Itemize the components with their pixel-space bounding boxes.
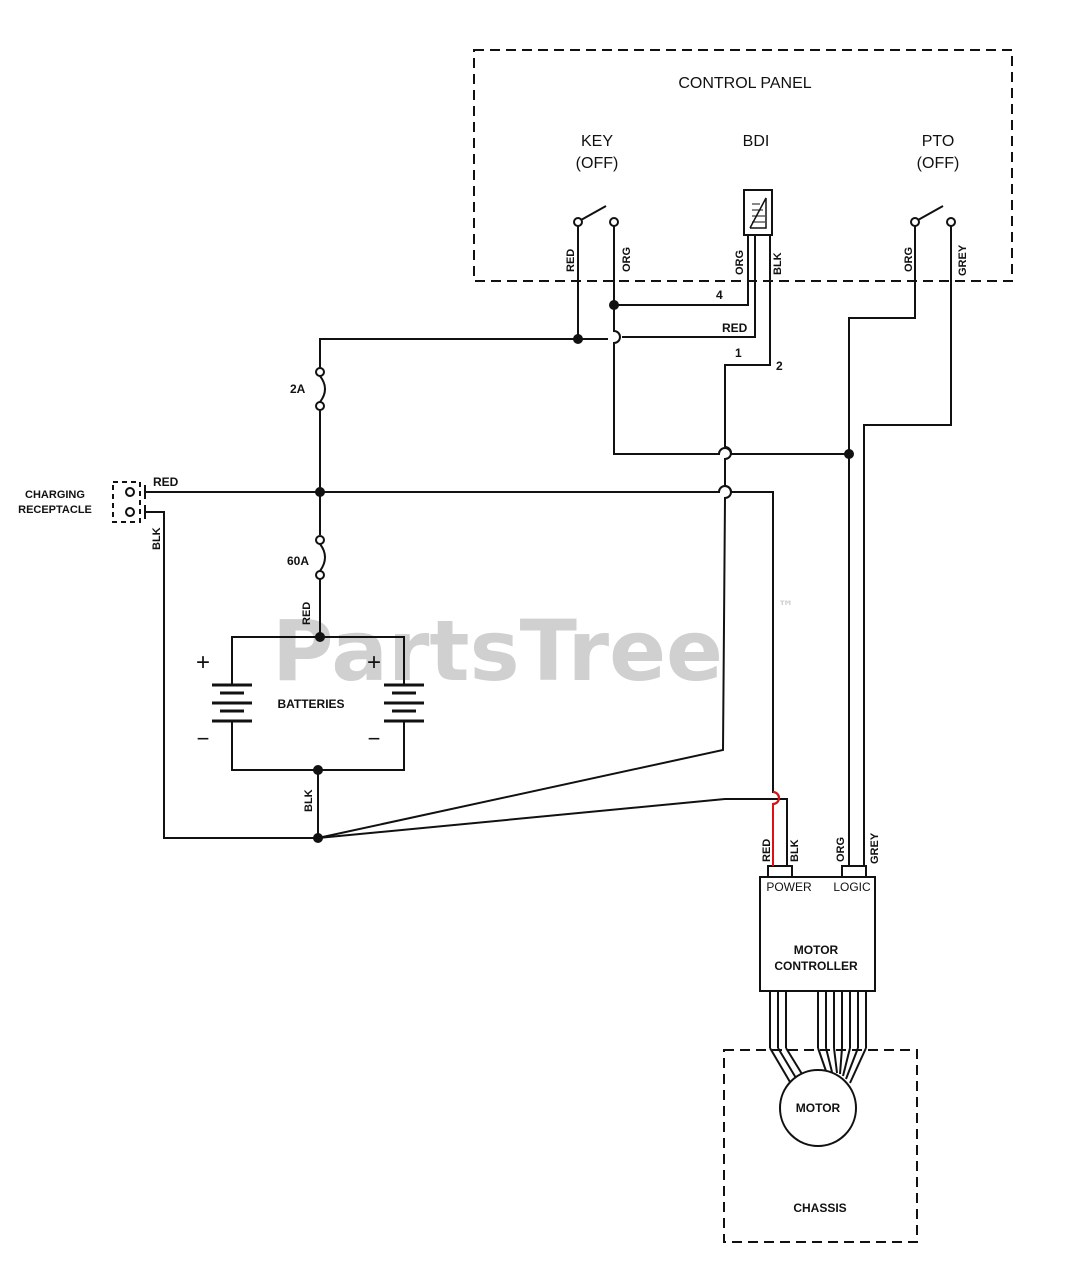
wire-number-1: 1 — [735, 346, 742, 360]
fuse-2a-label: 2A — [290, 382, 306, 396]
mc-label-2: CONTROLLER — [774, 959, 858, 973]
key-wire-red: RED — [565, 249, 577, 272]
pto-terminal-right — [946, 217, 956, 227]
control-panel-title: CONTROL PANEL — [678, 75, 811, 92]
battery-left-minus: − — [197, 726, 210, 751]
battery-left-plus: + — [196, 649, 210, 676]
pto-state: (OFF) — [917, 155, 960, 172]
mc-wire-grey: GREY — [869, 832, 881, 864]
charging-label-1: CHARGING — [25, 489, 85, 501]
batteries-label: BATTERIES — [277, 697, 344, 711]
fuse-60a-label: 60A — [287, 554, 309, 568]
battery-right-plus: + — [367, 649, 381, 676]
wire-number-4: 4 — [716, 288, 723, 302]
motor-circle — [779, 1069, 857, 1147]
bdi-wire-blk: BLK — [772, 252, 784, 275]
key-terminal-right — [609, 217, 619, 227]
bdi-gauge — [743, 189, 773, 236]
mc-wire-red: RED — [761, 839, 773, 862]
bdi-wire-org: ORG — [734, 250, 746, 275]
key-label: KEY — [581, 133, 613, 150]
pto-wire-grey: GREY — [957, 244, 969, 276]
bdi-label: BDI — [743, 133, 770, 150]
chassis-box — [723, 1049, 918, 1243]
charging-label-2: RECEPTACLE — [18, 504, 92, 516]
key-wire-org: ORG — [621, 247, 633, 272]
mc-logic-label: LOGIC — [833, 880, 871, 894]
chassis-label: CHASSIS — [793, 1201, 846, 1215]
mc-label-1: MOTOR — [794, 943, 839, 957]
motor-label: MOTOR — [796, 1101, 841, 1115]
mc-wire-blk: BLK — [789, 839, 801, 862]
batt-blk-label: BLK — [303, 789, 315, 812]
charging-receptacle — [112, 481, 141, 523]
wire-red-label: RED — [722, 321, 748, 335]
watermark-tm: ™ — [778, 597, 794, 616]
key-state: (OFF) — [576, 155, 619, 172]
batt-red-label: RED — [301, 602, 313, 625]
wire-number-2: 2 — [776, 359, 783, 373]
mc-power-label: POWER — [766, 880, 812, 894]
pto-label: PTO — [922, 133, 955, 150]
junctions — [313, 300, 854, 843]
pto-wire-org: ORG — [903, 247, 915, 272]
charging-red-label: RED — [153, 475, 179, 489]
red-power-wire — [772, 791, 780, 866]
watermark: PartsTree — [272, 602, 723, 700]
mc-wire-org: ORG — [835, 837, 847, 862]
charging-blk-label: BLK — [151, 527, 163, 550]
battery-right-minus: − — [368, 726, 381, 751]
wires — [112, 49, 1013, 1243]
motor-controller-box — [759, 876, 876, 992]
